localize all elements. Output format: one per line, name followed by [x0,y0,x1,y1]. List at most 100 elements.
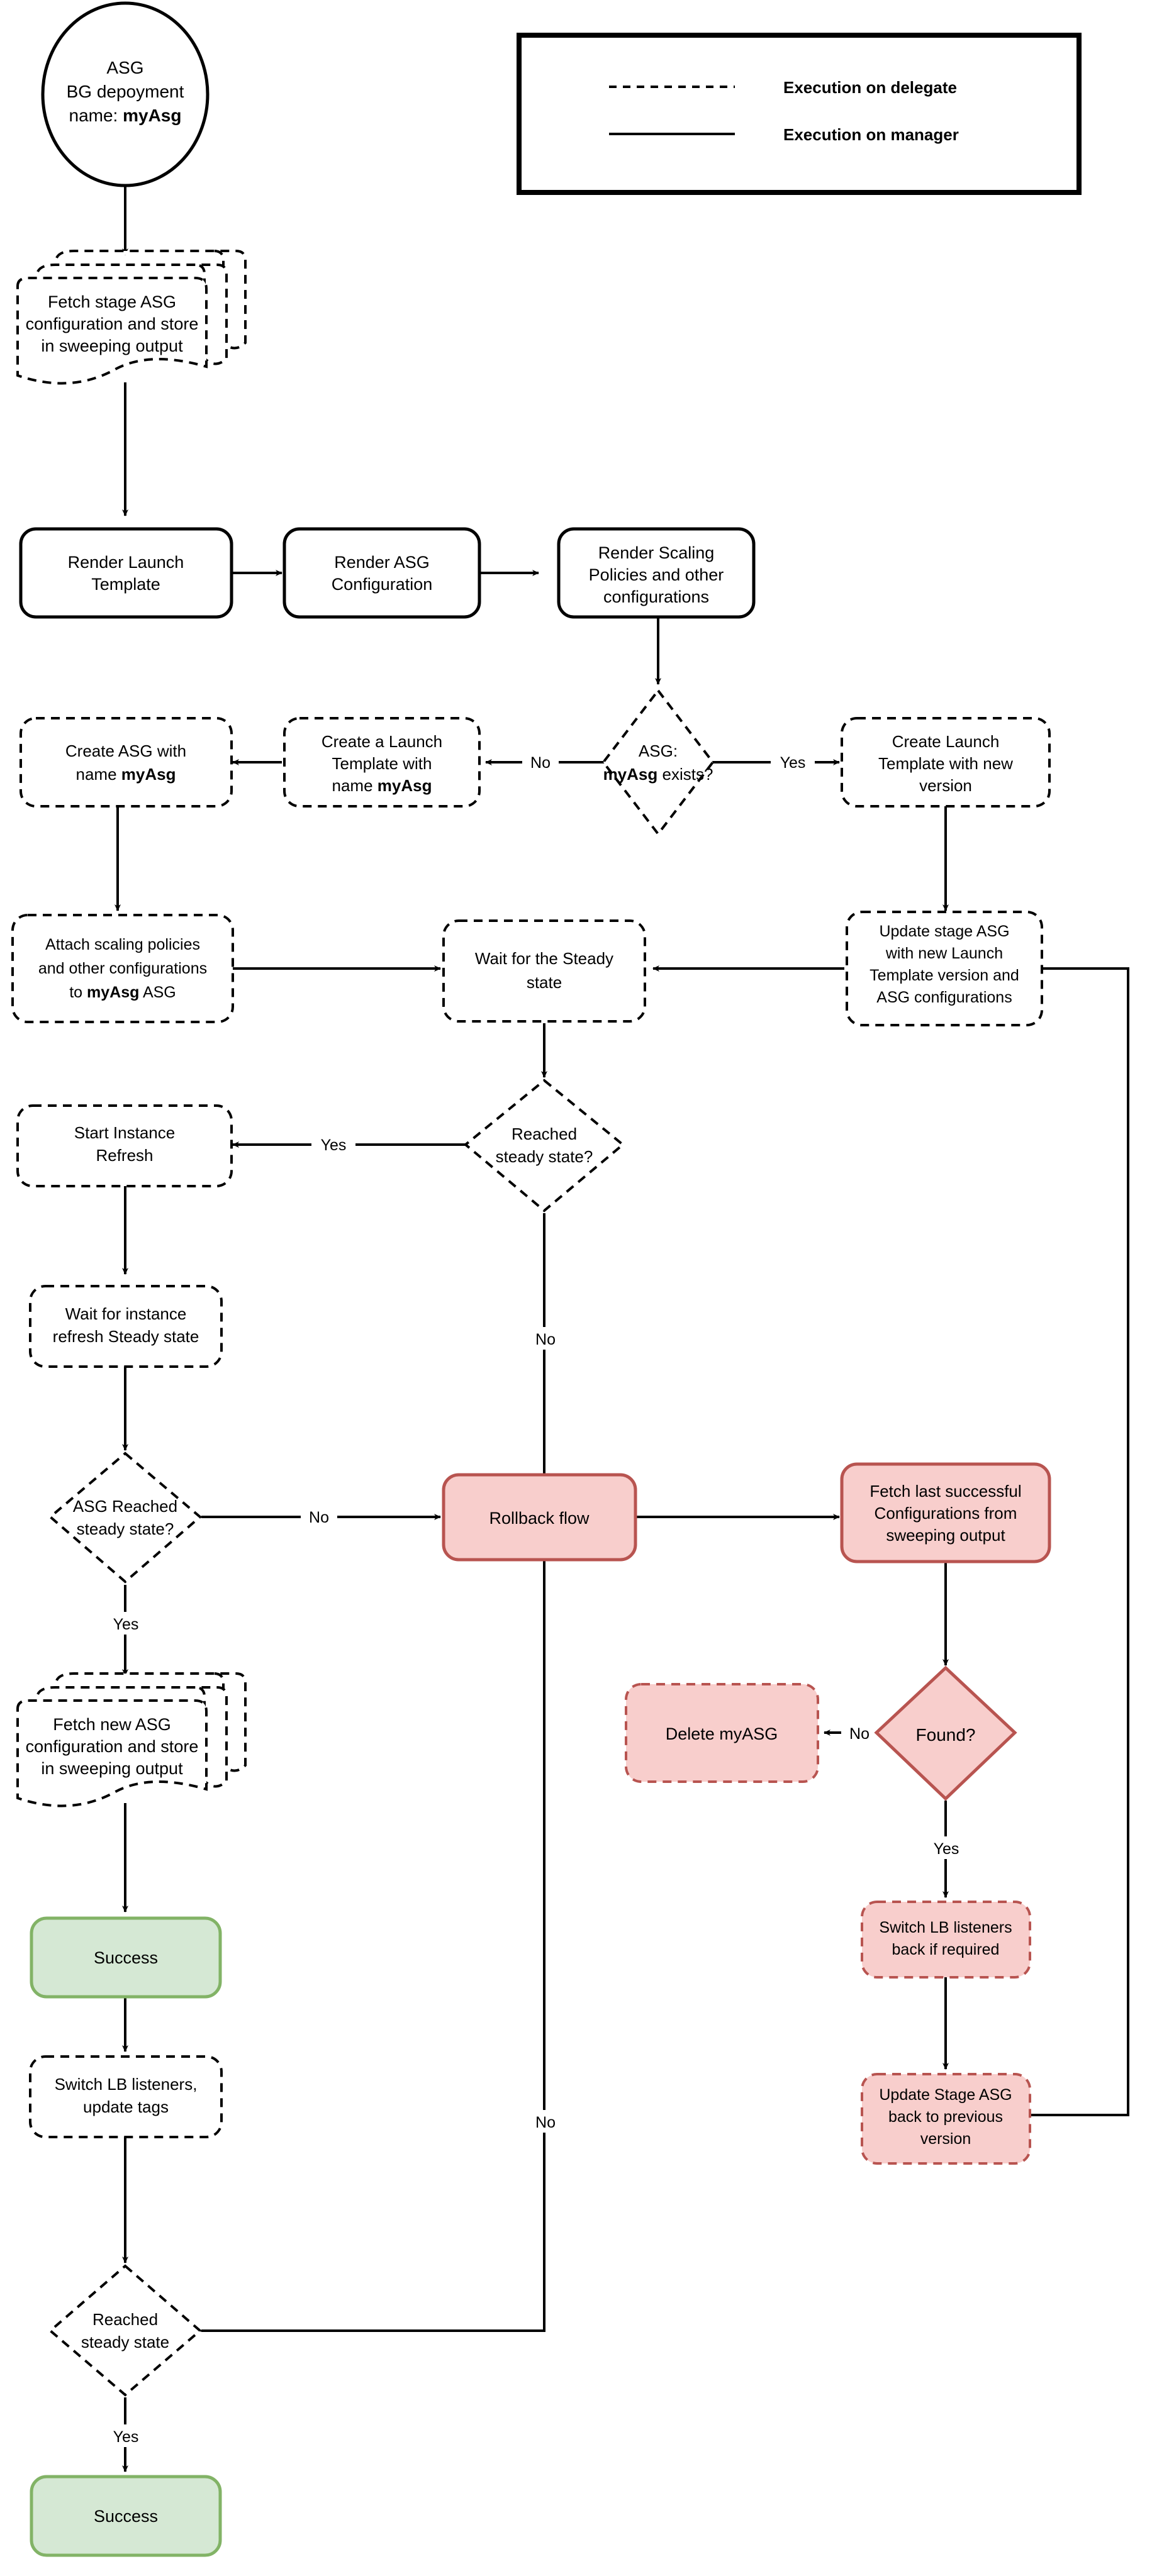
start-line2: BG depoyment [67,82,184,101]
create-lt-myasg-line3: name myAsg [332,776,432,795]
render-lt-shape [19,527,233,619]
create-asg-myasg-line2-bold: myAsg [121,765,176,784]
attach-scaling-line2: and other configurations [38,960,207,977]
node-create-asg-myasg[interactable]: Create ASG with name myAsg [20,717,233,808]
create-asg-myasg-line1: Create ASG with [65,741,186,760]
fetch-new-line2: configuration and store [26,1737,199,1756]
node-start[interactable]: ASG BG depoyment name: myAsg [41,1,210,187]
node-success-mid[interactable]: Success [30,1916,222,1999]
edge-label-bg-asgsteady-no [301,1505,337,1528]
fetch-stage-line2: configuration and store [26,314,199,333]
node-delete-myasg[interactable]: Delete myASG [625,1683,819,1783]
node-attach-scaling-policies[interactable]: Attach scaling policies and other config… [11,914,234,1023]
render-scaling-line2: Policies and other [589,565,724,584]
create-lt-myasg-line2: Template with [332,754,432,773]
switch-lb-update-tags-line2: update tags [83,2097,169,2116]
node-switch-lb-listeners-back[interactable]: Switch LB listeners back if required [861,1901,1031,1979]
node-fetch-new-asg[interactable]: Fetch new ASG configuration and store in… [16,1672,247,1807]
fetch-new-line3: in sweeping output [41,1759,183,1778]
render-asg-shape [282,527,481,619]
node-create-launch-template-myasg[interactable]: Create a Launch Template with name myAsg [283,717,481,808]
edge-label-asgsteady-no: No [309,1509,329,1526]
create-lt-myasg-line3-bold: myAsg [377,776,432,795]
edge-updateprev-to-updatestage [975,965,1129,2116]
node-fetch-stage-asg[interactable]: Fetch stage ASG configuration and store … [16,250,247,385]
node-rollback-flow[interactable]: Rollback flow [442,1473,637,1562]
update-stage-prev-line3: version [920,2130,971,2148]
node-asg-reached-steady-state-decision[interactable]: ASG Reached steady state? [48,1452,203,1584]
create-lt-myasg-line3-prefix: name [332,776,377,795]
found-diamond-shape [874,1665,1017,1801]
edge-label-exists-no: No [530,754,551,772]
fetch-last-successful-shape [840,1462,1051,1563]
node-reached-steady-state-decision[interactable]: Reached steady state? [463,1079,625,1213]
edges: Create a Launch Template with name myAsg… [115,182,1129,2472]
asg-exists-line2-bold: myAsg [603,765,658,784]
asg-reached-steady-line2: steady state? [77,1519,174,1538]
node-asg-exists-decision[interactable]: ASG: myAsg exists? [601,688,715,836]
update-stage-asg-line4: ASG configurations [876,989,1012,1006]
edge-label-bg-found-no [841,1721,878,1744]
create-asg-myasg-line2: name myAsg [76,765,176,784]
start-ellipse-shape [41,1,210,187]
start-line3-prefix: name: [69,106,123,125]
edge-label-bg-found-yes [924,1836,968,1859]
edge-label-found-no: No [849,1725,870,1743]
node-fetch-last-successful[interactable]: Fetch last successful Configurations fro… [840,1462,1051,1563]
create-lt-myasg-shape [283,717,481,808]
update-stage-prev-line1: Update Stage ASG [879,2086,1012,2104]
attach-scaling-shape [11,914,234,1023]
node-wait-instance-refresh[interactable]: Wait for instance refresh Steady state [29,1285,223,1368]
edge-finaldecision-no [201,1554,547,2332]
create-lt-new-line2: Template with new [878,754,1013,773]
edge-label-bg-exists-yes [771,750,815,773]
fetch-new-doc-front [16,1699,208,1807]
edge-label-bg-exists-no [522,750,559,773]
reached-steady-final-line2: steady state [81,2333,169,2351]
rollback-flow-shape [442,1473,637,1562]
node-create-launch-template-new-version[interactable]: Create Launch Template with new version [841,717,1051,808]
fetch-last-successful-line2: Configurations from [875,1504,1017,1523]
update-stage-asg-previous-shape [861,2073,1031,2165]
attach-scaling-line3-suffix: ASG [139,984,176,1001]
fetch-stage-doc-front [16,277,208,385]
switch-lb-back-line1: Switch LB listeners [879,1919,1012,1936]
start-instance-refresh-line2: Refresh [96,1146,153,1165]
node-wait-steady-state[interactable]: Wait for the Steady state [442,919,646,1023]
node-render-asg-configuration[interactable]: Render ASG Configuration [282,527,481,619]
legend-label-delegate: Execution on delegate [783,78,957,97]
reached-steady-line2: steady state? [496,1147,593,1166]
node-success-final[interactable]: Success [30,2475,222,2557]
node-update-stage-asg-previous[interactable]: Update Stage ASG back to previous versio… [861,2073,1031,2165]
edge-label-steady-yes: Yes [321,1136,347,1154]
create-lt-new-shape [841,717,1051,808]
node-found-decision[interactable]: Found? [874,1665,1017,1801]
fetch-stage-line3: in sweeping output [41,336,183,355]
edge-label-final-yes: Yes [113,2428,139,2446]
node-reached-steady-state-final[interactable]: Reached steady state [48,2264,203,2397]
node-start-instance-refresh[interactable]: Start Instance Refresh [16,1104,233,1187]
edge-label-exists-yes: Yes [780,754,806,772]
fetch-last-successful-line1: Fetch last successful [870,1482,1021,1501]
fetch-new-line1: Fetch new ASG [53,1715,171,1734]
node-update-stage-asg[interactable]: Update stage ASG with new Launch Templat… [846,911,1043,1026]
legend: Execution on delegate Execution on manag… [517,33,1082,195]
create-asg-myasg-shape [20,717,233,808]
render-scaling-shape [557,527,756,619]
switch-lb-back-shape [861,1901,1031,1979]
asg-exists-line2: myAsg exists? [603,765,713,784]
node-render-scaling-policies[interactable]: Render Scaling Policies and other config… [557,527,756,619]
legend-box [517,33,1082,195]
found-label: Found? [916,1725,976,1745]
asg-exists-line1: ASG: [639,741,678,760]
reached-steady-final-line1: Reached [92,2310,158,2329]
update-stage-asg-line1: Update stage ASG [879,923,1009,940]
start-line3: name: myAsg [69,106,182,125]
render-scaling-line1: Render Scaling [598,543,715,562]
switch-lb-update-tags-shape [29,2055,223,2138]
node-render-launch-template[interactable]: Render Launch Template [19,527,233,619]
node-switch-lb-listeners-update-tags[interactable]: Switch LB listeners, update tags [29,2055,223,2138]
update-stage-asg-line3: Template version and [870,967,1019,984]
fetch-last-successful-line3: sweeping output [886,1526,1005,1545]
